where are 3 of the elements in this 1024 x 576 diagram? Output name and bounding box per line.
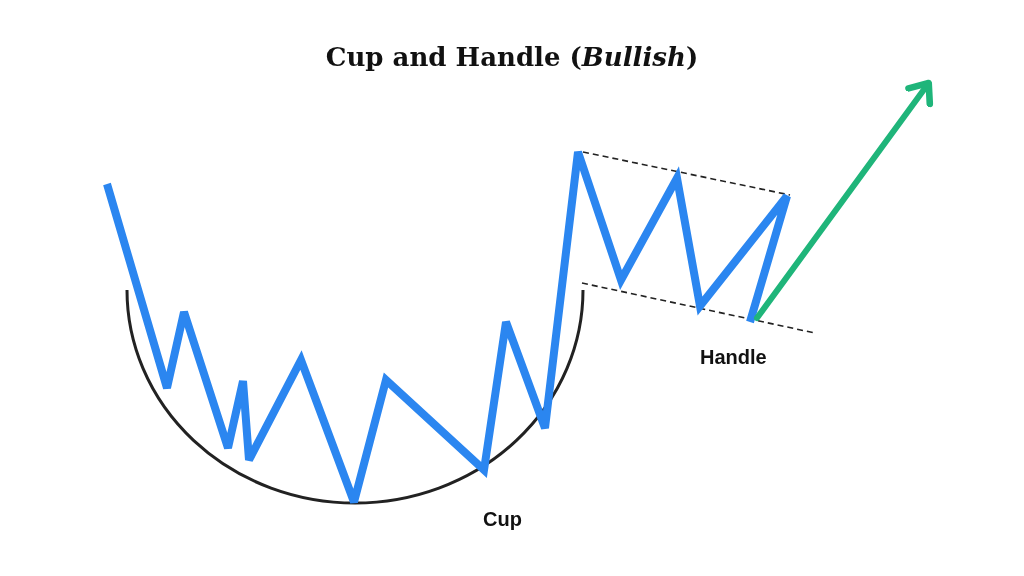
pattern-label: Cup (483, 508, 522, 531)
chart-title: Cup and Handle (Bullish) (325, 42, 699, 72)
pattern-label: Handle (700, 346, 767, 369)
